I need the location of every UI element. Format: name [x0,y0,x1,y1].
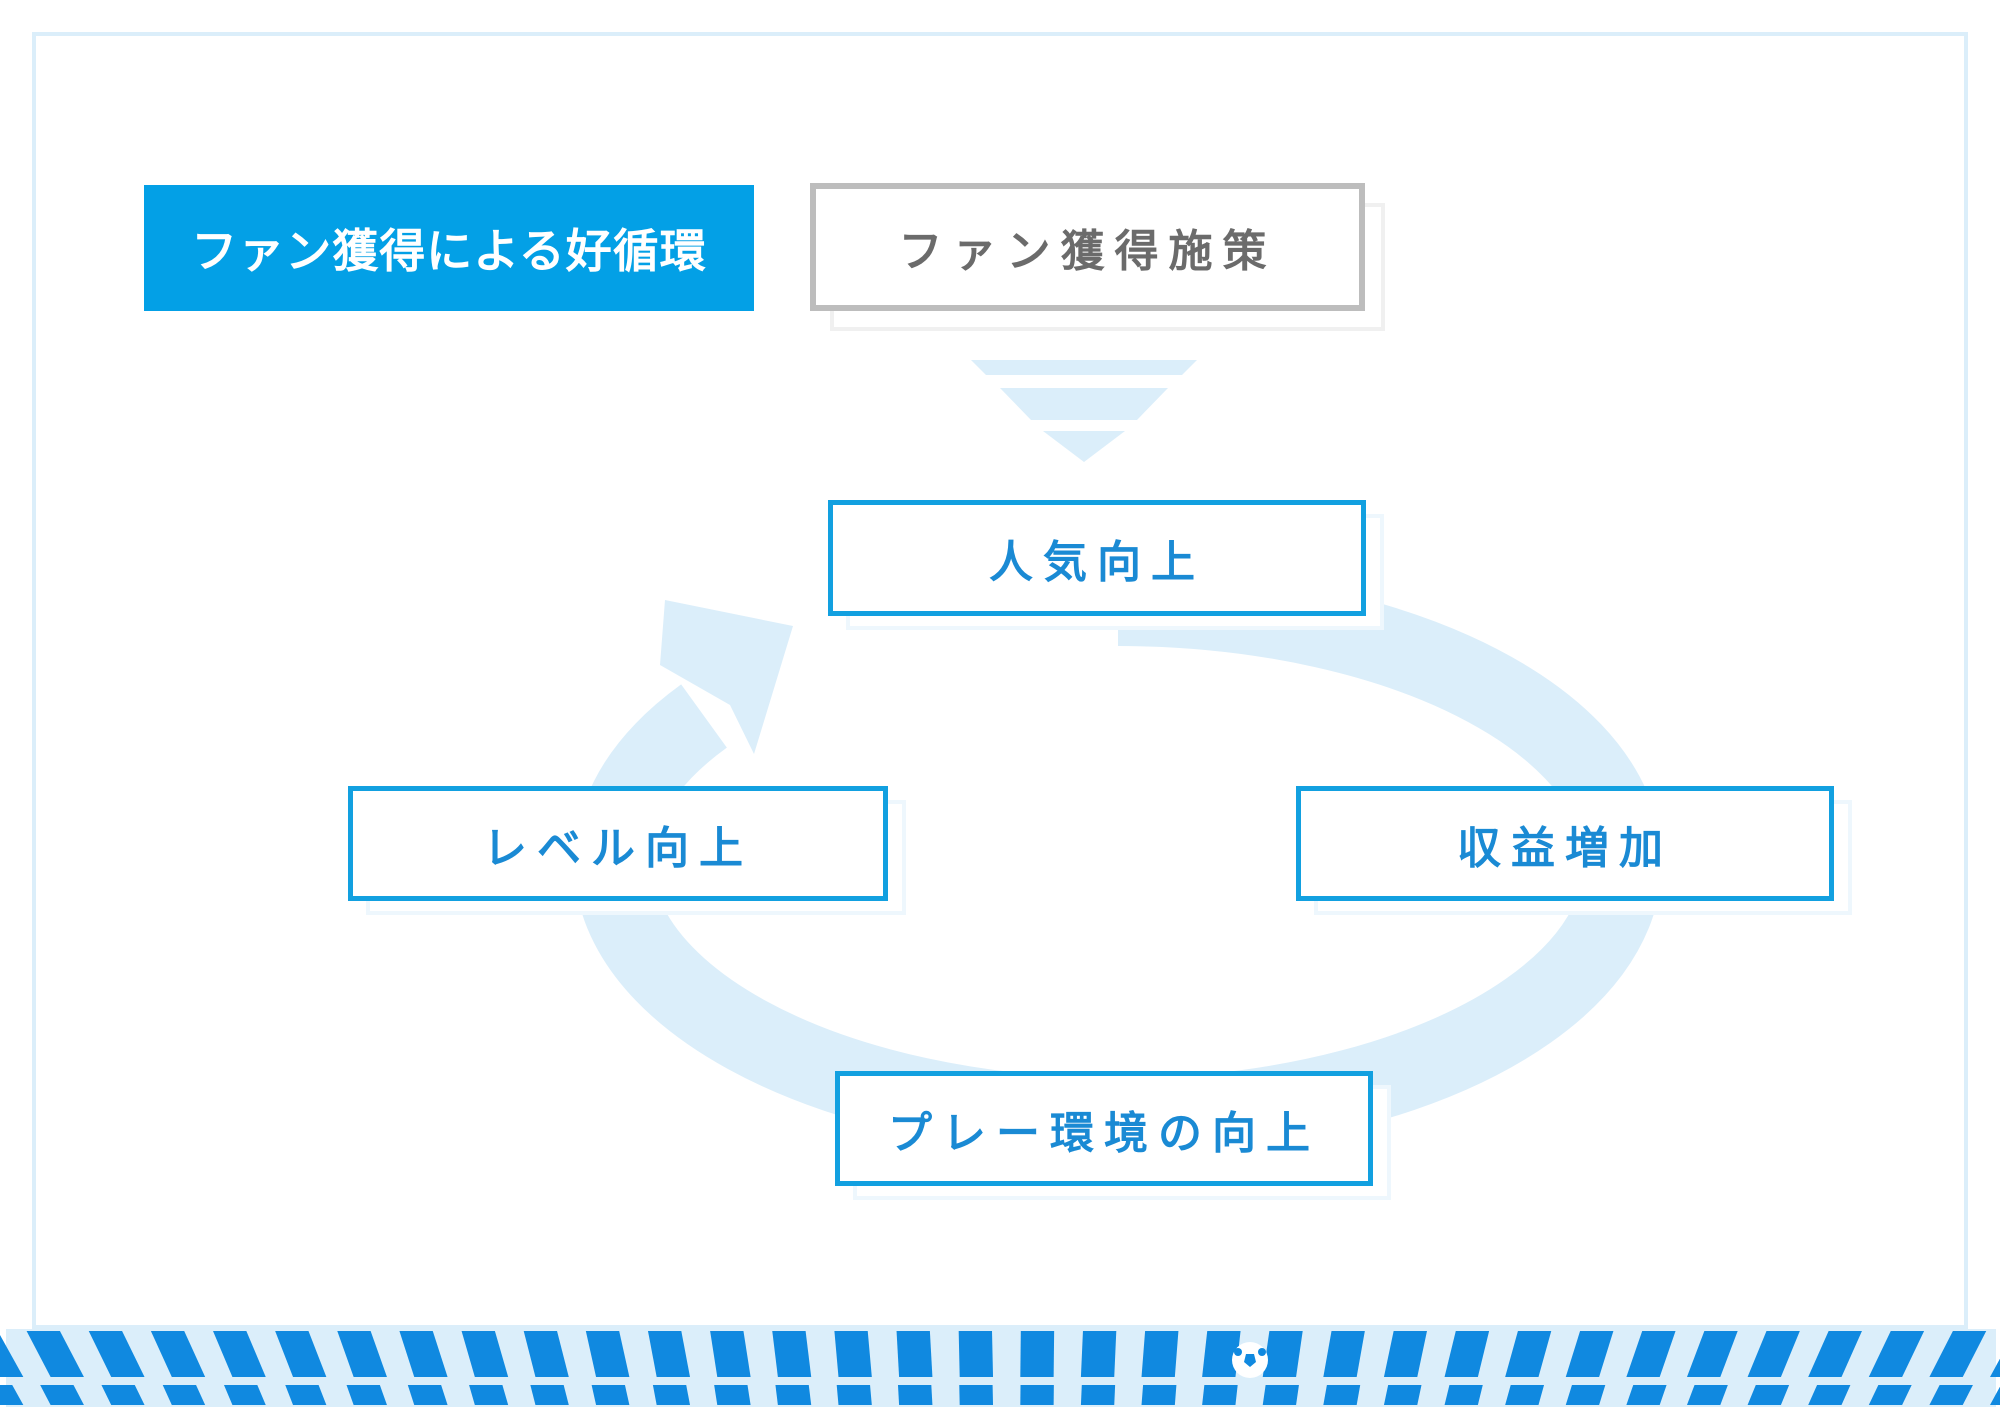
stripe [1929,1331,1987,1377]
stripe [213,1331,266,1377]
stripe [1990,1358,2000,1377]
stripe [346,1385,387,1405]
stripe [1626,1331,1676,1377]
soccer-ball-icon [1232,1342,1268,1378]
source-box: ファン獲得施策 [810,183,1365,311]
cycle-left-label: レベル向上 [483,822,753,874]
stripe [1141,1385,1177,1405]
stripe [959,1385,994,1405]
stripe [1383,1331,1427,1377]
stripe-band [0,1329,2000,1407]
stripe [0,1385,24,1405]
stripe [1565,1385,1606,1405]
stripe [1505,1331,1552,1377]
stripe [1868,1385,1912,1405]
stripe [896,1331,933,1377]
cycle-box-left: レベル向上 [348,786,888,901]
stripe [1202,1331,1241,1377]
cycle-top-label: 人気向上 [989,537,1205,588]
stripe [1444,1331,1490,1377]
stripe [585,1331,630,1377]
source-box-label: ファン獲得施策 [898,226,1277,277]
stripe [1080,1331,1117,1377]
stripe [1808,1331,1862,1377]
stripe [407,1385,448,1405]
stripe [775,1385,812,1405]
stripe [1626,1385,1667,1405]
stripe [461,1331,509,1377]
stripe [1686,1385,1728,1405]
stripe [337,1331,387,1377]
stripe [223,1385,266,1405]
cycle-right-label: 収益増加 [1457,822,1673,874]
stripe [1020,1385,1054,1405]
cycle-bottom-label: プレー環境の向上 [888,1107,1320,1159]
stripe [591,1385,630,1405]
stripe [1020,1331,1055,1377]
stripe [88,1331,145,1377]
stripe [1990,1386,2000,1405]
stripe [834,1331,872,1377]
stripe [1080,1385,1116,1405]
stripe [399,1331,448,1377]
stripe [897,1385,933,1405]
page-frame [32,32,1968,1329]
stripe [714,1385,751,1405]
stripe [772,1331,812,1377]
stripe [26,1331,84,1377]
stripe [1686,1331,1738,1377]
stripe [162,1385,206,1405]
stripe [530,1385,569,1405]
stripe [523,1331,569,1377]
stripe [101,1385,145,1405]
cycle-box-bottom: プレー環境の向上 [835,1071,1373,1186]
stripe [1323,1331,1365,1377]
stripe [1141,1331,1179,1377]
stripe [1202,1385,1238,1405]
stripe [958,1331,994,1377]
stripe [285,1385,327,1405]
stripe [1747,1331,1800,1377]
stripe [1868,1331,1925,1377]
stripe [0,1334,24,1377]
down-triangle-icon [971,360,1197,462]
stripe [836,1385,872,1405]
stripe [1323,1385,1361,1405]
stripe [40,1385,84,1405]
stripe [150,1331,206,1377]
stripe [1747,1385,1790,1405]
stripe [275,1331,327,1377]
stripe [1383,1385,1422,1405]
stripe [647,1331,690,1377]
stripe [469,1385,509,1405]
stripe [1808,1385,1851,1405]
diagram-title: ファン獲得による好循環 [144,185,754,311]
stripe [1929,1385,1973,1405]
stripe [1565,1331,1614,1377]
stripe [1444,1385,1483,1405]
stripe [1262,1331,1303,1377]
cycle-box-top: 人気向上 [828,500,1366,616]
stripe [1262,1385,1299,1405]
stripe [710,1331,751,1377]
stripe [652,1385,690,1405]
cycle-box-right: 収益増加 [1296,786,1834,901]
stripe [1505,1385,1545,1405]
